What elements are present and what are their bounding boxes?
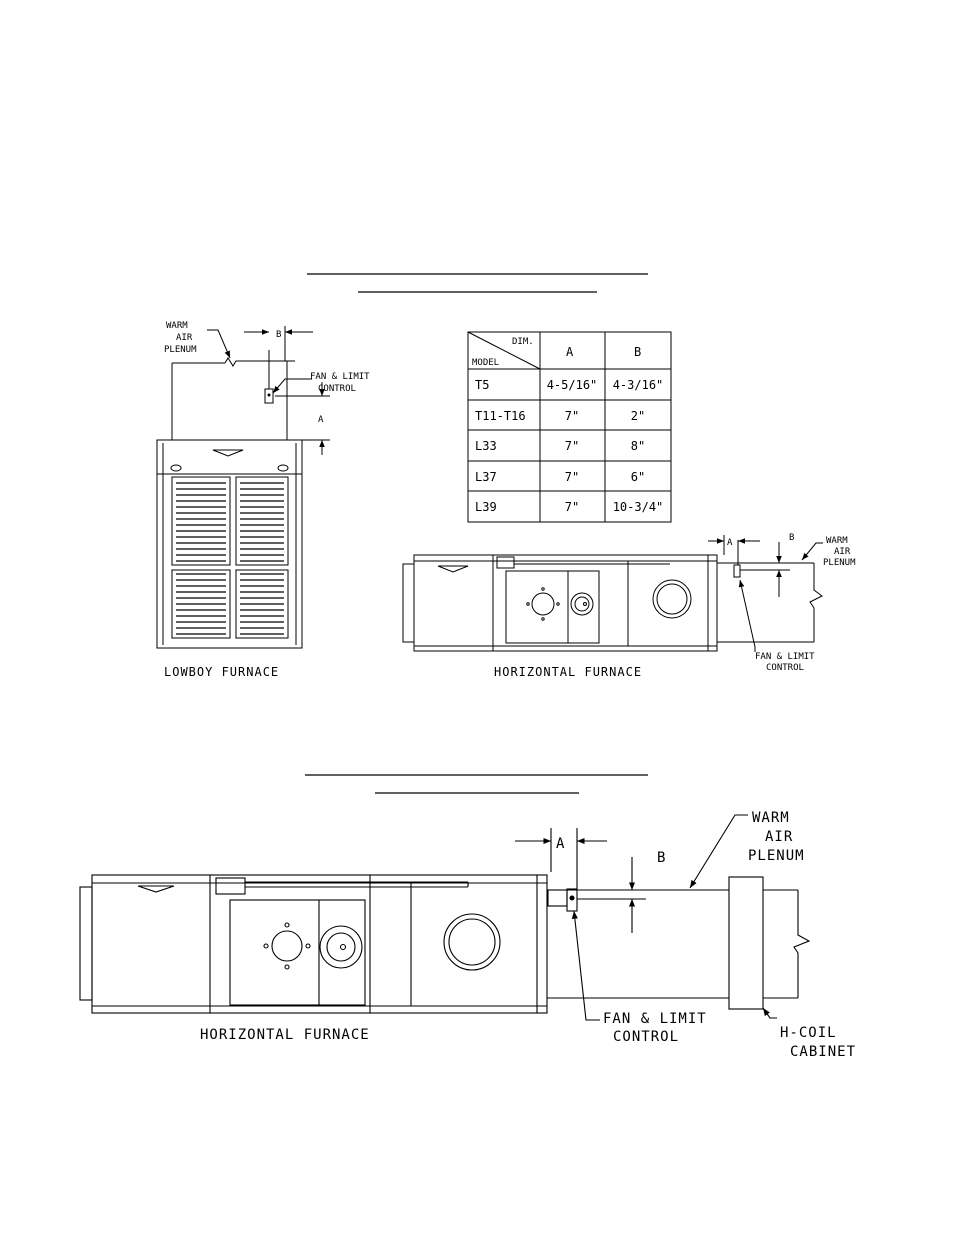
large-horizontal-control-label-2: CONTROL bbox=[613, 1029, 679, 1045]
table-row-a: 4-5/16" bbox=[547, 378, 598, 392]
table-row-model: L37 bbox=[475, 470, 497, 484]
large-horizontal-plenum-label-1: WARM bbox=[752, 810, 790, 826]
table-header-b: B bbox=[634, 345, 641, 359]
table-corner-model: MODEL bbox=[472, 358, 499, 368]
large-horizontal-dim-a: A bbox=[556, 836, 565, 852]
lowboy-control-label-2: CONTROL bbox=[318, 384, 356, 394]
lowboy-plenum-label-3: PLENUM bbox=[164, 345, 197, 355]
small-horizontal-plenum-label-2: AIR bbox=[834, 547, 851, 557]
table-row-a: 7" bbox=[565, 470, 579, 484]
lowboy-dim-a: A bbox=[318, 415, 324, 425]
figure1-title-rules bbox=[307, 273, 648, 293]
lowboy-plenum-label-1: WARM bbox=[166, 321, 188, 331]
figure2-title-rules bbox=[305, 774, 648, 794]
large-horizontal-caption: HORIZONTAL FURNACE bbox=[200, 1027, 370, 1043]
table-row-model: L33 bbox=[475, 439, 497, 453]
table-row-b: 10-3/4" bbox=[613, 500, 664, 514]
table-row-b: 4-3/16" bbox=[613, 378, 664, 392]
table-row-b: 2" bbox=[631, 409, 645, 423]
table-header-a: A bbox=[566, 345, 574, 359]
dimension-table bbox=[467, 331, 672, 523]
small-horizontal-dim-b: B bbox=[789, 533, 794, 543]
table-row-a: 7" bbox=[565, 409, 579, 423]
lowboy-control-label-1: FAN & LIMIT bbox=[310, 372, 370, 382]
table-row-a: 7" bbox=[565, 439, 579, 453]
small-horizontal-plenum-label-1: WARM bbox=[826, 536, 848, 546]
large-horizontal-cabinet-label-2: CABINET bbox=[790, 1044, 856, 1060]
large-horizontal-dim-b: B bbox=[657, 850, 666, 866]
lowboy-caption: LOWBOY FURNACE bbox=[164, 665, 279, 679]
large-horizontal-control-label-1: FAN & LIMIT bbox=[603, 1011, 707, 1027]
lowboy-plenum-label-2: AIR bbox=[176, 333, 193, 343]
small-horizontal-control-label-1: FAN & LIMIT bbox=[755, 652, 815, 662]
small-horizontal-control-label-2: CONTROL bbox=[766, 663, 804, 673]
table-row-model: L39 bbox=[475, 500, 497, 514]
small-horizontal-furnace-drawing bbox=[402, 535, 823, 652]
large-horizontal-cabinet-label-1: H-COIL bbox=[780, 1025, 837, 1041]
table-row-a: 7" bbox=[565, 500, 579, 514]
small-horizontal-caption: HORIZONTAL FURNACE bbox=[494, 665, 642, 679]
small-horizontal-dim-a: A bbox=[727, 538, 733, 548]
large-horizontal-plenum-label-2: AIR bbox=[765, 829, 793, 845]
lowboy-furnace-drawing bbox=[156, 357, 303, 649]
small-horizontal-plenum-label-3: PLENUM bbox=[823, 558, 856, 568]
lowboy-control bbox=[207, 326, 330, 455]
large-horizontal-furnace-drawing bbox=[79, 814, 811, 1021]
table-row-model: T5 bbox=[475, 378, 489, 392]
lowboy-louvers bbox=[176, 482, 284, 635]
table-corner-dim: DIM. bbox=[512, 337, 534, 347]
large-horizontal-plenum-label-3: PLENUM bbox=[748, 848, 805, 864]
table-row-b: 6" bbox=[631, 470, 645, 484]
table-row-b: 8" bbox=[631, 439, 645, 453]
table-row-model: T11-T16 bbox=[475, 409, 526, 423]
lowboy-dim-b: B bbox=[276, 330, 281, 340]
